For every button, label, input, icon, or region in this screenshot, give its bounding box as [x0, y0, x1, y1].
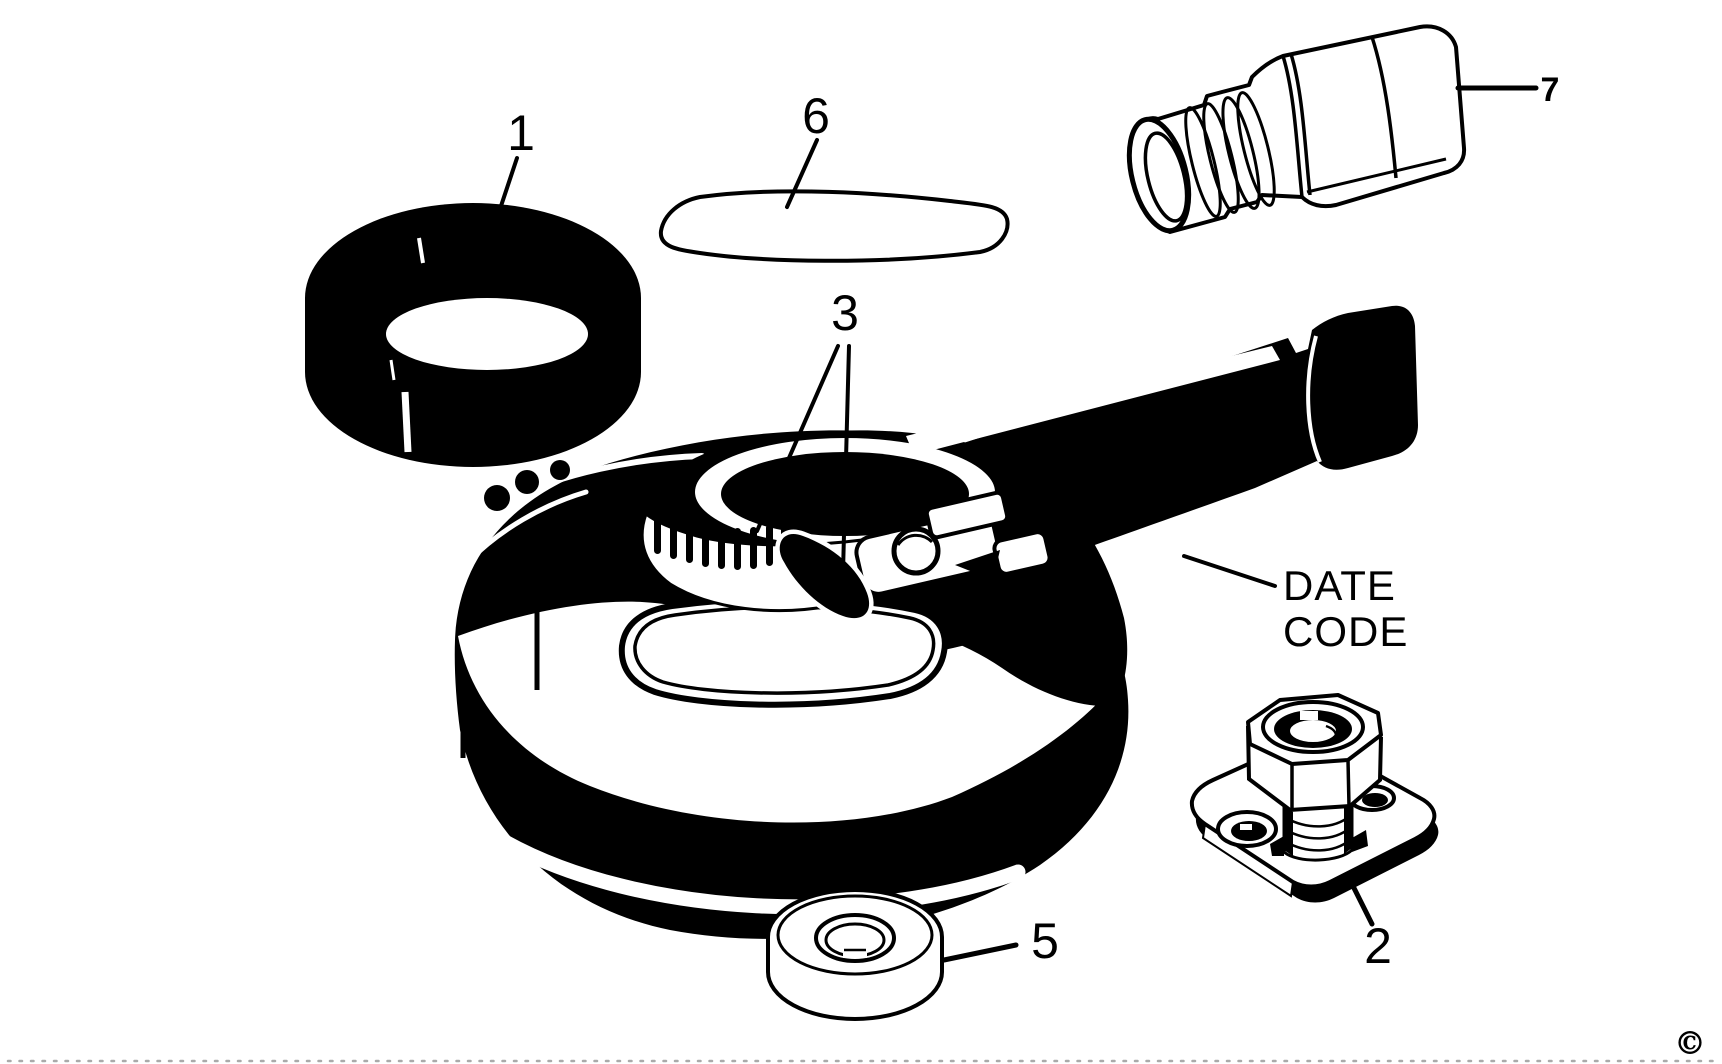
backing-ring — [305, 203, 641, 467]
kidney-window-outer — [618, 595, 948, 708]
callout-2: 2 — [1364, 918, 1392, 974]
edge-clip-bump-2 — [515, 470, 539, 494]
hex-nut-bore — [1288, 718, 1338, 744]
adapter-rib-1 — [1184, 106, 1222, 218]
nut-collar-flare-left — [1270, 836, 1284, 856]
adapter-rib-2 — [1202, 102, 1240, 214]
nut-collar-shadow-right — [1344, 804, 1352, 854]
nut-collar-flare-right — [1352, 830, 1368, 852]
ring-highlight-3 — [401, 391, 412, 453]
flange-hole-right-inner — [1362, 793, 1388, 807]
nozzle-edge-highlight — [1306, 335, 1322, 463]
leader-part2 — [1347, 877, 1375, 927]
callout-7: 7 — [1541, 71, 1560, 109]
leader-lines — [492, 85, 1539, 963]
leader-part1 — [492, 156, 519, 229]
shroud-bottom-rim-highlight — [497, 834, 1026, 915]
bearing-hole-flat — [843, 948, 867, 958]
callout-6: 6 — [802, 88, 830, 144]
flange-hole-left-glint — [1240, 824, 1252, 830]
callout-labels: 1 6 7 3 2 5 DATE CODE © — [507, 71, 1706, 1062]
clamp-screw-barrel-shade — [896, 533, 934, 546]
date-code-line1: DATE — [1283, 562, 1396, 609]
adapter-bottom-inner-line — [1306, 157, 1447, 194]
gasket-strip — [658, 189, 1010, 263]
hex-nut-edge-2 — [1346, 759, 1351, 807]
hose-adapter — [1126, 24, 1467, 234]
ring-highlight-1 — [417, 237, 425, 264]
date-code-line2: CODE — [1283, 608, 1408, 655]
flange-nut — [1189, 693, 1439, 903]
shroud-top-highlight-1 — [495, 453, 705, 508]
adapter-rib-4 — [1236, 91, 1276, 207]
backing-ring-opening — [386, 298, 588, 370]
hex-nut-thread-shade — [1325, 724, 1338, 736]
nut-collar — [1282, 802, 1354, 862]
nut-collar-shadow-left — [1284, 806, 1293, 856]
leader-part5 — [941, 942, 1019, 963]
ring-highlight-2 — [389, 359, 396, 381]
bearing-face-ring — [776, 894, 934, 976]
adapter-body-seam — [1370, 36, 1398, 179]
adapter-mouth-inner — [1143, 131, 1189, 223]
kidney-window-inner — [633, 605, 936, 695]
adapter-rib-3 — [1221, 96, 1261, 210]
shroud-top-highlight-2 — [467, 489, 589, 563]
adapter-shoulder-line-2 — [1289, 53, 1312, 196]
leader-part6 — [785, 138, 819, 209]
hex-nut-chamfer — [1261, 700, 1365, 754]
leader-part3b — [841, 344, 851, 574]
clamp-screw-housing — [854, 490, 1052, 596]
tube-highlight-stripe — [906, 346, 1280, 455]
edge-clip-bump-3 — [550, 460, 570, 480]
callout-5: 5 — [1031, 913, 1059, 969]
callout-3: 3 — [831, 285, 859, 341]
bearing — [766, 888, 944, 1021]
hex-nut-glint — [1300, 711, 1318, 720]
callout-1: 1 — [507, 105, 535, 161]
leader-datecode — [1182, 554, 1277, 588]
clamp-housing-shadow — [955, 550, 1000, 580]
edge-clip-bump-1 — [484, 485, 510, 511]
copyright-mark: © — [1674, 1024, 1706, 1062]
leader-part3a — [755, 344, 840, 533]
adapter-shoulder-line-1 — [1281, 55, 1304, 198]
clamp-lever — [775, 529, 874, 623]
